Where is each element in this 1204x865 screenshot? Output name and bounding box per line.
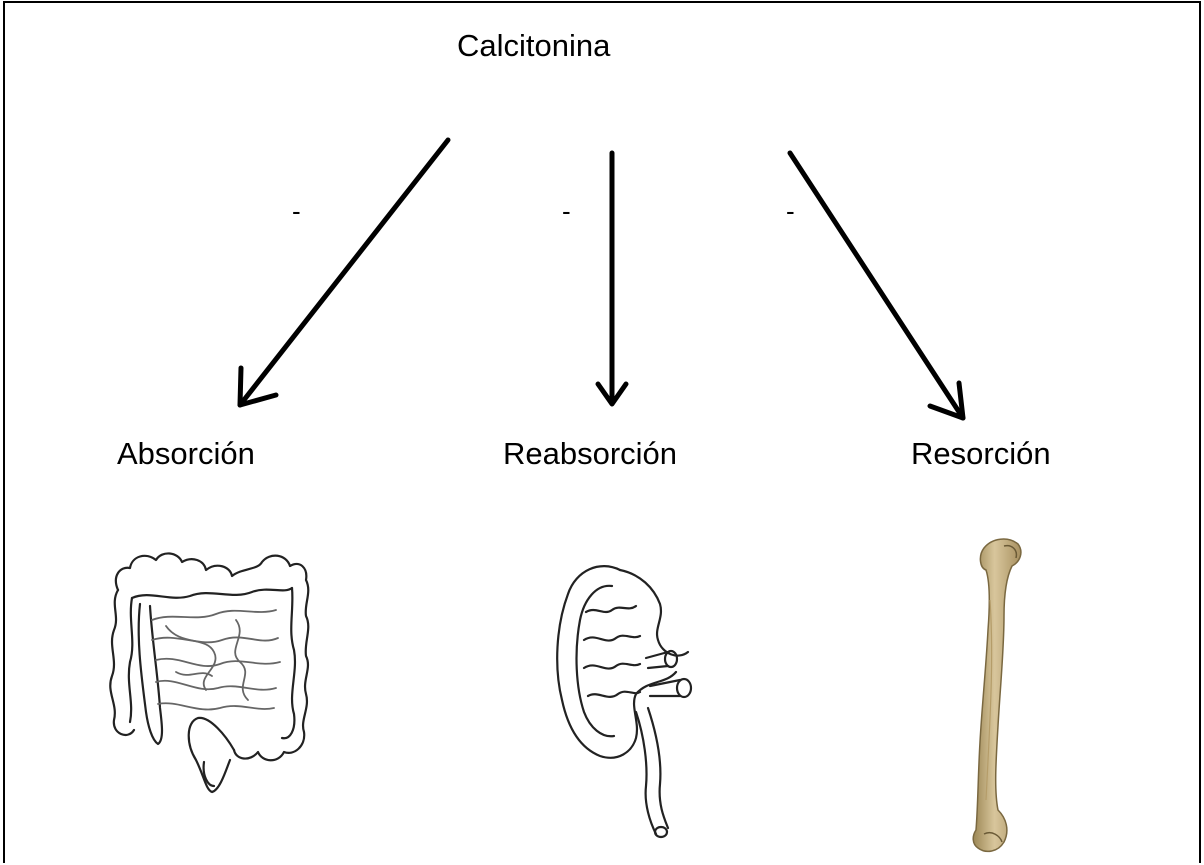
bone-icon <box>0 0 1204 865</box>
